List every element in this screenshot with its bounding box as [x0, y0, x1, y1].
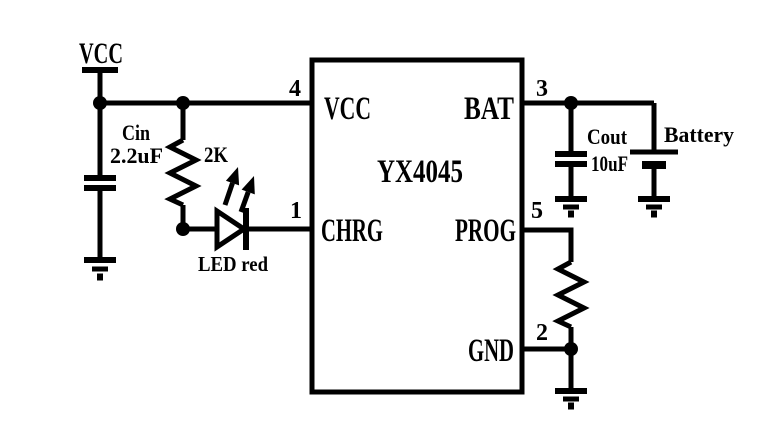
junction-dots [93, 96, 578, 356]
ic-part-number: YX4045 [377, 154, 463, 190]
pin-number-2: 2 [536, 320, 548, 346]
diode-triangle [214, 206, 249, 252]
junction-dot [564, 96, 578, 110]
cout-value-label: 10uF [591, 151, 628, 176]
led-label: LED red [198, 252, 268, 276]
resistor-symbol-prog [552, 259, 590, 330]
junction-dot [93, 96, 107, 110]
led-diode-symbol [214, 167, 255, 252]
pin-number-1: 1 [290, 198, 302, 224]
ground-symbol-gnd-pin [555, 388, 587, 410]
vcc-net-label: VCC [79, 37, 123, 70]
junction-dot [564, 342, 578, 356]
prog-wire [522, 227, 574, 262]
ground-symbol-cout [555, 196, 587, 218]
ic-body [309, 57, 525, 395]
junction-dot [176, 96, 190, 110]
junction-dot [176, 222, 190, 236]
ground-symbol-cin [84, 257, 116, 281]
pin-number-5: 5 [531, 198, 543, 224]
pin-number-3: 3 [536, 76, 548, 102]
pin-number-4: 4 [289, 76, 301, 102]
r2k-value-label: 2K [204, 142, 228, 167]
cin-value-label: 2.2uF [110, 143, 163, 168]
ic-pin-name-prog: PROG [455, 213, 516, 249]
ic-pin-name-vcc: VCC [324, 91, 371, 127]
ground-symbol-battery [638, 196, 670, 218]
capacitor-symbol-cout [555, 151, 587, 167]
cin-designator-label: Cin [122, 120, 150, 145]
ic-pin-name-gnd: GND [468, 333, 514, 369]
resistor-symbol-2k [164, 137, 202, 208]
cout-designator-label: Cout [587, 124, 628, 149]
ic-pin-name-bat: BAT [464, 91, 514, 127]
capacitor-symbol-cin [84, 175, 116, 191]
battery-symbol [630, 149, 678, 169]
battery-label: Battery [664, 122, 734, 147]
ic-pin-name-chrg: CHRG [321, 213, 383, 249]
led-emission-arrows [222, 167, 255, 213]
